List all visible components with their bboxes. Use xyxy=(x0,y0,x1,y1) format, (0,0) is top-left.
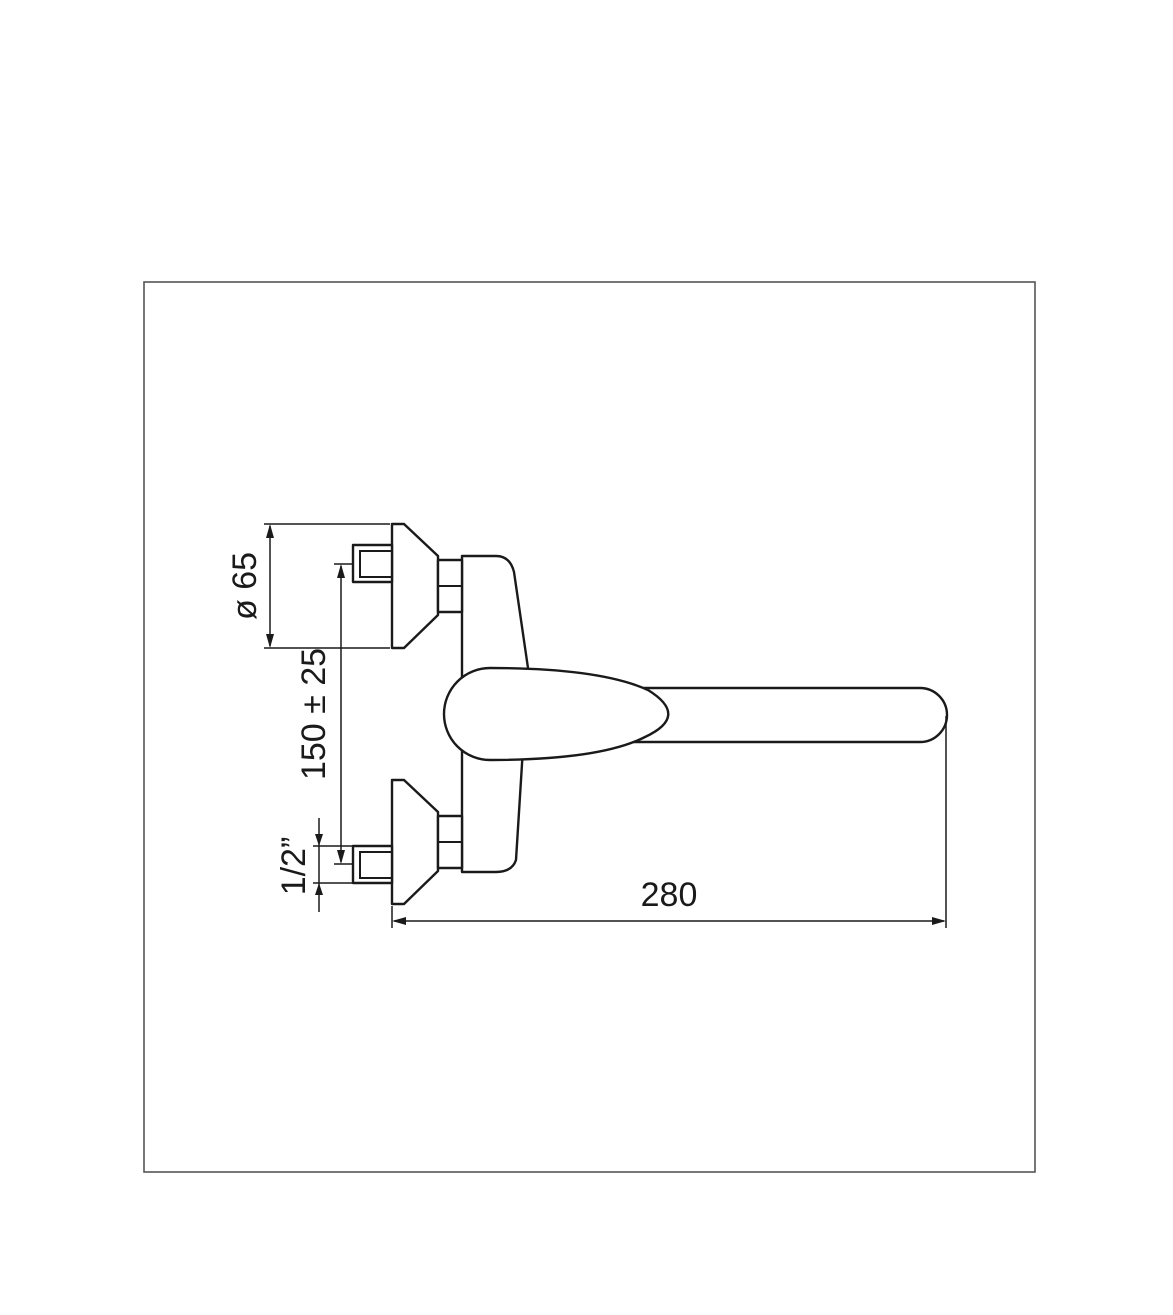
bottom-connector-inner xyxy=(359,851,393,879)
rosette-diameter-label: ø 65 xyxy=(226,552,264,620)
top-rosette xyxy=(390,522,440,650)
bottom-inlet xyxy=(351,778,464,906)
dimension-thread-size: 1/2” xyxy=(275,818,352,912)
dimension-inlet-spacing: 150 ± 25 xyxy=(295,563,352,865)
mixer-tap xyxy=(351,522,949,906)
drawing-frame xyxy=(143,281,1036,1173)
dimension-rosette-diameter: ø 65 xyxy=(226,523,390,649)
thread-size-label: 1/2” xyxy=(275,837,313,896)
lever-handle xyxy=(442,666,670,762)
dimension-spout-length: 280 xyxy=(391,716,947,928)
spout-length-label: 280 xyxy=(641,876,698,914)
top-connector-inner xyxy=(359,550,393,578)
inlet-spacing-label: 150 ± 25 xyxy=(295,648,333,780)
top-inlet xyxy=(351,522,464,650)
spout xyxy=(630,686,949,744)
bottom-rosette xyxy=(390,778,440,906)
